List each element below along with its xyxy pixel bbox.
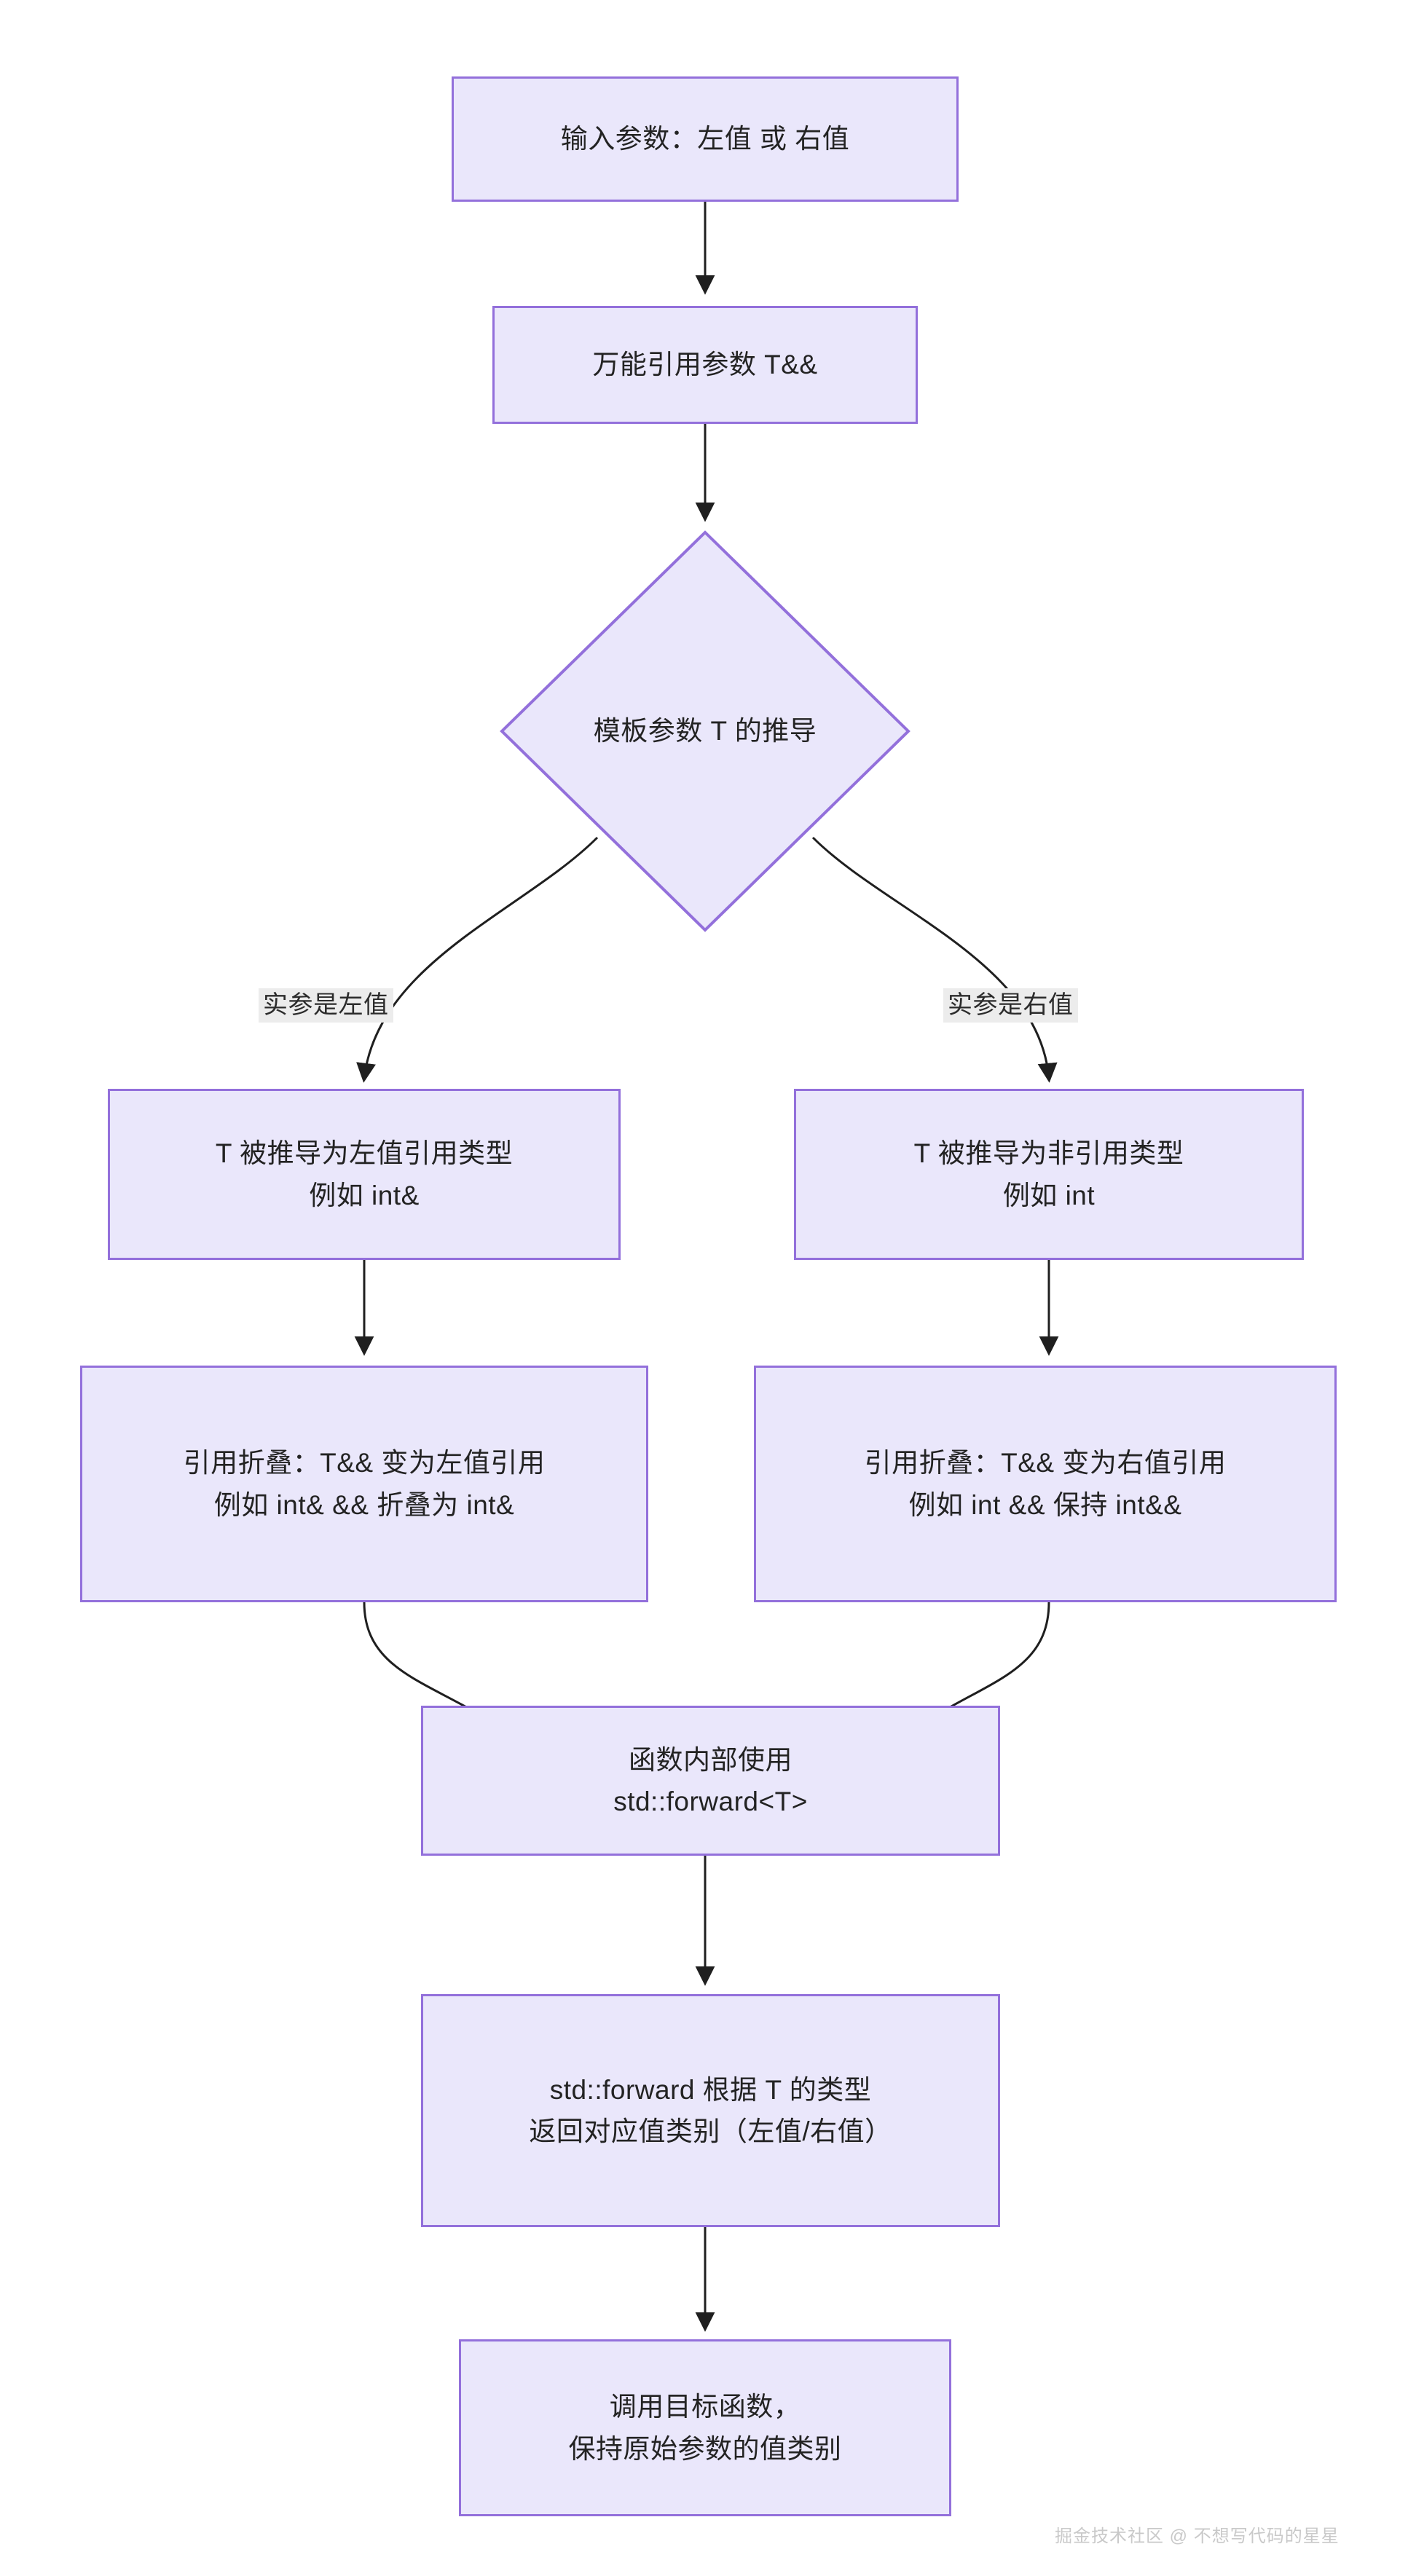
node-forwarding-ref[interactable]: 万能引用参数 T&& <box>492 306 918 424</box>
node-input[interactable]: 输入参数：左值 或 右值 <box>452 76 959 202</box>
node-use-forward-label: 函数内部使用 std::forward<T> <box>613 1744 808 1816</box>
edge-label-rvalue-text: 实参是右值 <box>948 991 1074 1019</box>
node-lvalue-deduce[interactable]: T 被推导为左值引用类型 例如 int& <box>108 1089 621 1260</box>
node-rvalue-collapse-label: 引用折叠：T&& 变为右值引用 例如 int && 保持 int&& <box>864 1448 1227 1520</box>
node-rvalue-collapse[interactable]: 引用折叠：T&& 变为右值引用 例如 int && 保持 int&& <box>754 1366 1337 1602</box>
watermark-text: 掘金技术社区 @ 不想写代码的星星 <box>1055 2526 1340 2546</box>
watermark: 掘金技术社区 @ 不想写代码的星星 <box>1055 2521 1340 2547</box>
node-rvalue-deduce-label: T 被推导为非引用类型 例如 int <box>913 1138 1184 1210</box>
node-lvalue-collapse-label: 引用折叠：T&& 变为左值引用 例如 int& && 折叠为 int& <box>183 1448 546 1520</box>
edge-label-rvalue: 实参是右值 <box>943 988 1078 1023</box>
node-forward-returns-label: std::forward 根据 T 的类型 返回对应值类别（左值/右值） <box>529 2074 892 2146</box>
edge-label-lvalue-text: 实参是左值 <box>263 991 389 1019</box>
edge-label-lvalue: 实参是左值 <box>259 988 393 1023</box>
node-deduction-label: 模板参数 T 的推导 <box>593 716 817 747</box>
diamond-shape <box>500 530 911 932</box>
node-forwarding-ref-label: 万能引用参数 T&& <box>592 350 818 380</box>
node-lvalue-deduce-label: T 被推导为左值引用类型 例如 int& <box>215 1138 514 1210</box>
node-lvalue-collapse[interactable]: 引用折叠：T&& 变为左值引用 例如 int& && 折叠为 int& <box>80 1366 648 1602</box>
node-call-target-label: 调用目标函数， 保持原始参数的值类别 <box>568 2392 842 2464</box>
node-call-target[interactable]: 调用目标函数， 保持原始参数的值类别 <box>459 2339 951 2516</box>
node-rvalue-deduce[interactable]: T 被推导为非引用类型 例如 int <box>794 1089 1304 1260</box>
node-deduction[interactable]: 模板参数 T 的推导 <box>500 530 911 932</box>
node-forward-returns[interactable]: std::forward 根据 T 的类型 返回对应值类别（左值/右值） <box>421 1994 1000 2227</box>
node-input-label: 输入参数：左值 或 右值 <box>560 124 850 154</box>
node-use-forward[interactable]: 函数内部使用 std::forward<T> <box>421 1706 1000 1856</box>
